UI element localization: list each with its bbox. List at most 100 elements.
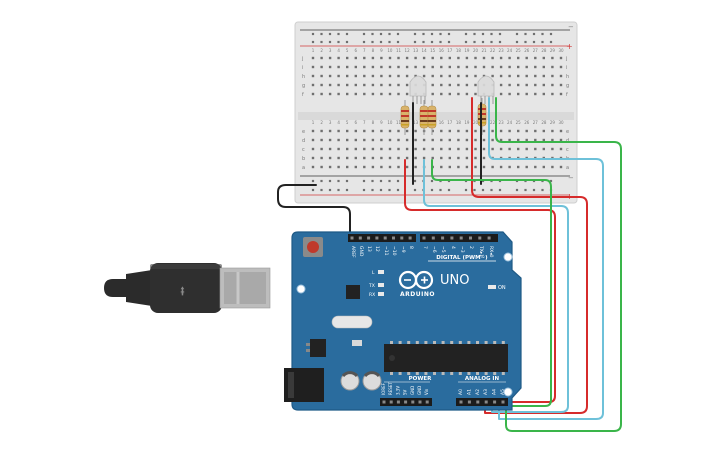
breadboard-hole[interactable]: [363, 92, 366, 96]
rail-hole[interactable]: [388, 188, 391, 192]
breadboard-hole[interactable]: [346, 56, 349, 60]
breadboard-hole[interactable]: [320, 147, 323, 151]
breadboard-hole[interactable]: [431, 83, 434, 87]
digital-header-right[interactable]: [420, 234, 498, 242]
breadboard-hole[interactable]: [474, 56, 477, 60]
rail-hole[interactable]: [473, 32, 476, 36]
analog-pin[interactable]: [501, 400, 505, 404]
breadboard-hole[interactable]: [371, 147, 375, 151]
breadboard-hole[interactable]: [457, 83, 460, 87]
breadboard-hole[interactable]: [465, 83, 469, 87]
breadboard-hole[interactable]: [380, 56, 383, 60]
breadboard-hole[interactable]: [525, 65, 528, 69]
breadboard-hole[interactable]: [517, 138, 520, 142]
breadboard-hole[interactable]: [311, 165, 315, 169]
breadboard-hole[interactable]: [405, 156, 409, 160]
breadboard-hole[interactable]: [328, 74, 332, 78]
breadboard-hole[interactable]: [542, 147, 545, 151]
rail-hole[interactable]: [464, 188, 468, 192]
breadboard-hole[interactable]: [320, 74, 323, 78]
rail-hole[interactable]: [345, 179, 349, 183]
breadboard-hole[interactable]: [431, 56, 434, 60]
breadboard-hole[interactable]: [499, 138, 503, 142]
breadboard-hole[interactable]: [328, 92, 332, 96]
breadboard-hole[interactable]: [440, 74, 443, 78]
breadboard-hole[interactable]: [542, 83, 545, 87]
breadboard-hole[interactable]: [405, 74, 409, 78]
breadboard-hole[interactable]: [474, 83, 477, 87]
breadboard-hole[interactable]: [542, 74, 545, 78]
breadboard-hole[interactable]: [388, 83, 392, 87]
wire-ground[interactable]: [277, 184, 351, 237]
breadboard-hole[interactable]: [422, 74, 426, 78]
breadboard-hole[interactable]: [320, 138, 323, 142]
breadboard-hole[interactable]: [465, 65, 469, 69]
breadboard-hole[interactable]: [354, 156, 357, 160]
breadboard-hole[interactable]: [397, 147, 400, 151]
breadboard-hole[interactable]: [414, 74, 417, 78]
rail-hole[interactable]: [337, 32, 340, 36]
analog-header[interactable]: [456, 398, 508, 406]
breadboard-hole[interactable]: [371, 129, 375, 133]
rail-hole[interactable]: [439, 188, 442, 192]
breadboard-hole[interactable]: [491, 147, 494, 151]
breadboard-hole[interactable]: [474, 165, 477, 169]
breadboard-hole[interactable]: [551, 138, 554, 142]
usb-cable[interactable]: ⭻: [104, 263, 271, 313]
breadboard-hole[interactable]: [482, 129, 486, 133]
breadboard-hole[interactable]: [431, 147, 434, 151]
breadboard-hole[interactable]: [508, 147, 511, 151]
rail-hole[interactable]: [549, 32, 553, 36]
breadboard-hole[interactable]: [354, 147, 357, 151]
breadboard-hole[interactable]: [328, 147, 332, 151]
analog-pin[interactable]: [476, 400, 480, 404]
reset-button[interactable]: [307, 241, 319, 253]
rail-hole[interactable]: [388, 32, 391, 36]
breadboard-hole[interactable]: [448, 147, 451, 151]
breadboard-hole[interactable]: [388, 165, 392, 169]
breadboard-hole[interactable]: [474, 147, 477, 151]
header-pin[interactable]: [358, 236, 362, 240]
breadboard-hole[interactable]: [517, 56, 520, 60]
rail-hole[interactable]: [524, 40, 527, 44]
rgb-led-1[interactable]: [409, 75, 427, 104]
rail-hole[interactable]: [320, 32, 323, 36]
breadboard-hole[interactable]: [320, 129, 323, 133]
breadboard-hole[interactable]: [405, 65, 409, 69]
breadboard-hole[interactable]: [405, 138, 409, 142]
breadboard-hole[interactable]: [457, 165, 460, 169]
breadboard-hole[interactable]: [542, 129, 545, 133]
breadboard-hole[interactable]: [414, 56, 417, 60]
rail-hole[interactable]: [439, 32, 442, 36]
rail-hole[interactable]: [532, 40, 536, 44]
breadboard-hole[interactable]: [414, 147, 417, 151]
breadboard-hole[interactable]: [337, 138, 340, 142]
header-pin[interactable]: [392, 236, 395, 240]
rail-hole[interactable]: [498, 32, 502, 36]
rail-hole[interactable]: [371, 40, 374, 44]
breadboard-hole[interactable]: [534, 83, 537, 87]
rail-hole[interactable]: [311, 32, 315, 36]
breadboard-hole[interactable]: [448, 83, 451, 87]
breadboard-hole[interactable]: [397, 83, 400, 87]
breadboard-hole[interactable]: [534, 165, 537, 169]
breadboard-hole[interactable]: [422, 138, 426, 142]
breadboard-hole[interactable]: [448, 156, 451, 160]
breadboard-hole[interactable]: [422, 65, 426, 69]
breadboard-hole[interactable]: [380, 156, 383, 160]
analog-pin[interactable]: [459, 400, 463, 404]
rail-hole[interactable]: [490, 32, 493, 36]
wire-red-1[interactable]: [404, 159, 556, 409]
rail-hole[interactable]: [320, 188, 323, 192]
rail-hole[interactable]: [515, 40, 519, 44]
analog-pin[interactable]: [493, 400, 497, 404]
breadboard-hole[interactable]: [311, 138, 315, 142]
rail-hole[interactable]: [328, 179, 332, 183]
breadboard-hole[interactable]: [508, 83, 511, 87]
breadboard-hole[interactable]: [311, 147, 315, 151]
breadboard-hole[interactable]: [354, 56, 357, 60]
breadboard-hole[interactable]: [551, 56, 554, 60]
breadboard-hole[interactable]: [414, 165, 417, 169]
rail-hole[interactable]: [490, 188, 493, 192]
breadboard-hole[interactable]: [380, 83, 383, 87]
